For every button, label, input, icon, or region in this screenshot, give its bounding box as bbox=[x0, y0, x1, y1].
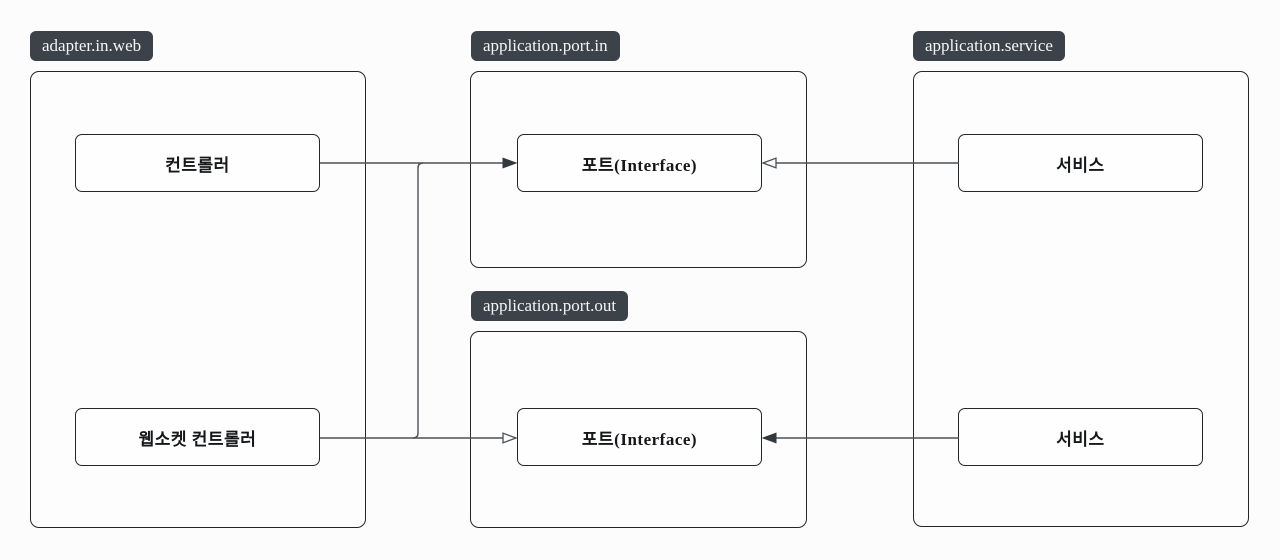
group-label-application-port-in: application.port.in bbox=[471, 31, 620, 61]
edge-websocket-controller-to-port-in bbox=[412, 162, 424, 439]
node-service-bottom: 서비스 bbox=[958, 408, 1203, 466]
node-port-out-interface: 포트(Interface) bbox=[517, 408, 762, 466]
node-websocket-controller: 웹소켓 컨트롤러 bbox=[75, 408, 320, 466]
group-label-adapter-in-web: adapter.in.web bbox=[30, 31, 154, 61]
node-controller-label: 컨트롤러 bbox=[165, 155, 230, 175]
node-service-bottom-label: 서비스 bbox=[1056, 429, 1105, 449]
node-service-top-label: 서비스 bbox=[1056, 155, 1105, 175]
node-controller: 컨트롤러 bbox=[75, 134, 320, 192]
node-websocket-controller-label: 웹소켓 컨트롤러 bbox=[138, 429, 257, 449]
node-port-in-label: 포트(Interface) bbox=[581, 155, 698, 175]
node-service-top: 서비스 bbox=[958, 134, 1203, 192]
group-label-application-port-out: application.port.out bbox=[471, 291, 629, 321]
node-port-in-interface: 포트(Interface) bbox=[517, 134, 762, 192]
group-label-application-service: application.service bbox=[913, 31, 1065, 61]
node-port-out-label: 포트(Interface) bbox=[581, 429, 698, 449]
